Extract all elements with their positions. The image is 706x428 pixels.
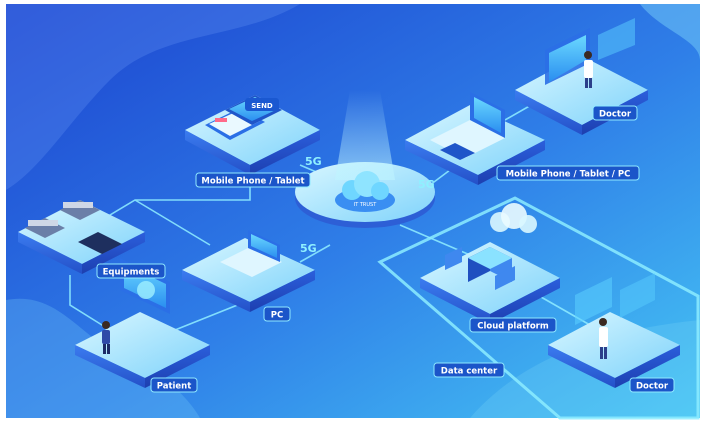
laptop-icon [430, 92, 505, 160]
label-data-center-box [433, 362, 505, 378]
label-doctor-top: Doctor [599, 110, 632, 120]
signal-5g-text: 5G [305, 155, 322, 168]
label-doctor-top-box [592, 105, 638, 121]
platform-cloud [420, 242, 560, 324]
label-doctor-bottom: Doctor [636, 382, 669, 392]
label-mobile-tablet-box [195, 172, 311, 188]
data-center-boundary [377, 196, 700, 420]
label-equipments-box [96, 263, 166, 279]
doctor-screen-icon [575, 273, 655, 325]
label-cloud-platform-box [469, 317, 557, 333]
send-chat-bubble: SEND [245, 98, 279, 111]
label-patient-box [150, 377, 198, 393]
labels: Mobile Phone / Tablet Mobile Phone / Tab… [96, 105, 675, 393]
patient-person-icon [102, 321, 110, 354]
doctor-person-icon [599, 318, 608, 359]
signal-5g-text: 5G [300, 242, 317, 255]
doctor-screen-icon [545, 18, 635, 85]
background-wave [640, 4, 700, 60]
hub-caption: IT TRUST [354, 202, 377, 208]
label-equipments: Equipments [103, 268, 160, 278]
background-wave [6, 4, 300, 190]
server-rack-icon [445, 247, 515, 290]
send-text: SEND [251, 102, 273, 110]
label-pc: PC [271, 311, 283, 321]
platform-doctor-bottom [548, 312, 680, 388]
laptop-icon [220, 230, 282, 277]
label-cloud-platform: Cloud platform [477, 322, 549, 332]
label-doctor-bottom-box [629, 377, 675, 393]
platform-patient [75, 312, 210, 388]
label-pc-box [263, 306, 291, 322]
label-mobile-tablet-pc-box [496, 165, 640, 181]
label-mobile-tablet: Mobile Phone / Tablet [201, 177, 304, 187]
doctor-person-icon [584, 51, 593, 88]
signal-5g-text: 5G [418, 178, 435, 191]
medical-equipment-icon [25, 200, 122, 254]
signal-5g-group: 5G 5G 5G [300, 155, 435, 255]
cloud-gear-icon [490, 203, 537, 233]
label-data-center: Data center [441, 367, 498, 377]
label-patient: Patient [157, 382, 192, 392]
cloud-hub-icon: IT TRUST [335, 171, 395, 212]
label-mobile-tablet-pc: Mobile Phone / Tablet / PC [506, 170, 631, 180]
platform-mobile-tablet [185, 95, 320, 175]
